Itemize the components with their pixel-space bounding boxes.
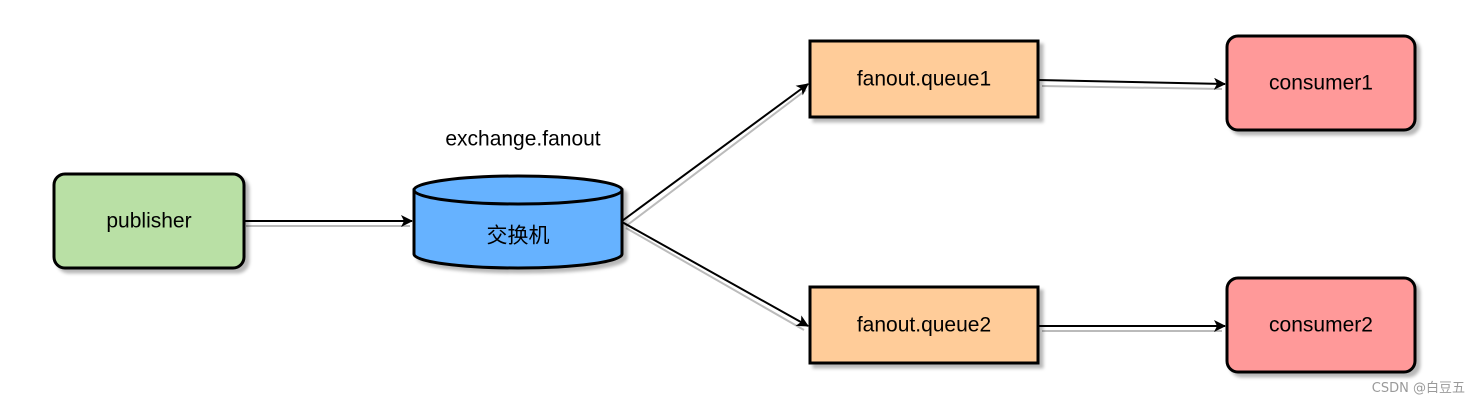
publisher-label: publisher: [106, 210, 191, 233]
node-queue1: fanout.queue1: [808, 39, 1040, 119]
watermark: CSDN @白豆五: [1371, 381, 1465, 396]
node-publisher: publisher: [52, 172, 246, 270]
exchange-cylinder-body: [412, 188, 624, 270]
publisher-box: [52, 172, 246, 270]
edge-queue1-consumer1-shadow: [1041, 85, 1223, 90]
edge-exchange-queue1-shadow: [625, 89, 807, 227]
edge-queue1-consumer1: [1037, 77, 1226, 90]
consumer1-label: consumer1: [1269, 72, 1373, 95]
consumer1-box: [1225, 34, 1417, 132]
queue1-box: [808, 39, 1040, 119]
exchange-label: 交换机: [487, 225, 550, 248]
queue2-box: [808, 285, 1040, 365]
queue1-label: fanout.queue1: [857, 68, 991, 91]
edge-exchange-queue2-shadow: [625, 227, 805, 331]
queue2-label: fanout.queue2: [857, 314, 991, 337]
exchange-cylinder-top: [412, 174, 624, 206]
edge-exchange-queue1: [621, 83, 809, 222]
consumer2-box: [1225, 276, 1417, 374]
edges: [244, 77, 1226, 332]
edge-exchange-queue2: [621, 221, 809, 327]
node-consumer2: consumer2: [1225, 276, 1417, 374]
node-consumer1: consumer1: [1225, 34, 1417, 132]
node-exchange: exchange.fanout 交换机: [412, 128, 624, 270]
exchange-title: exchange.fanout: [445, 128, 600, 151]
consumer2-label: consumer2: [1269, 314, 1373, 337]
node-queue2: fanout.queue2: [808, 285, 1040, 365]
